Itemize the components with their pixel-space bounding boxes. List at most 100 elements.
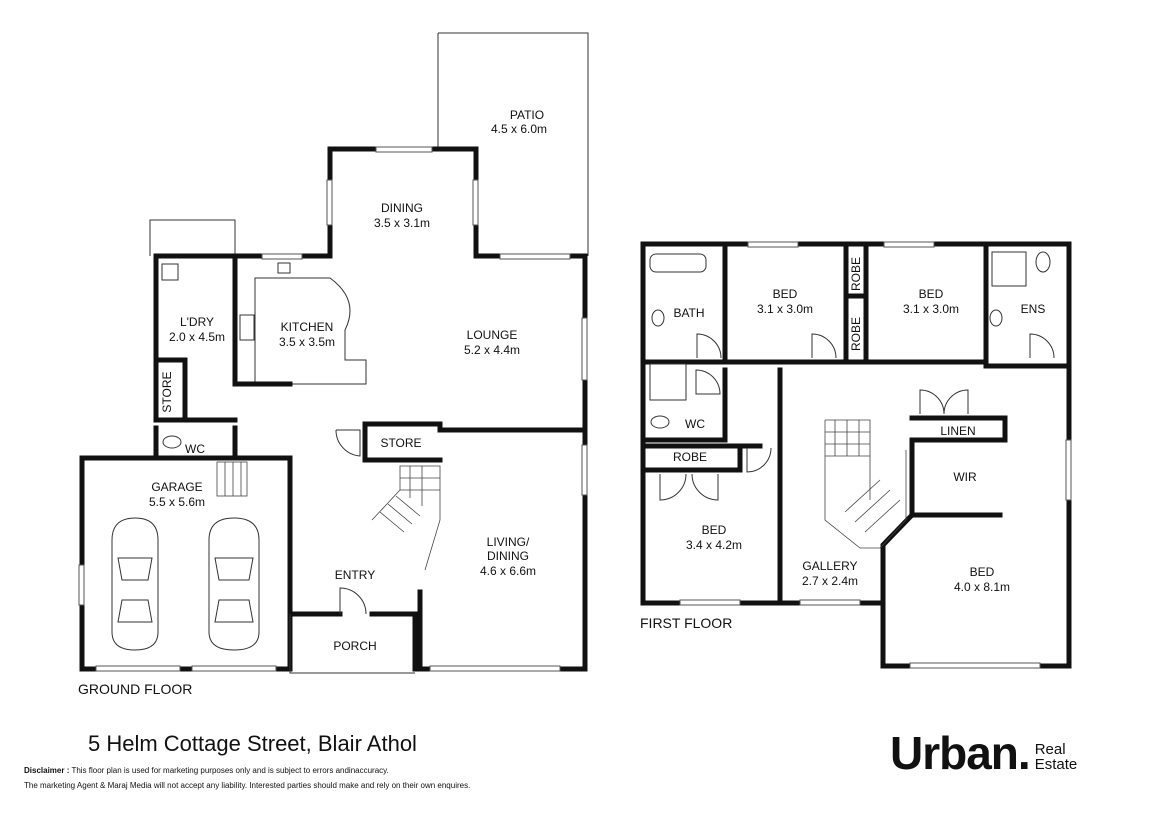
bed3-window [679, 599, 741, 606]
door-swing [746, 447, 772, 473]
logo-subtitle-line2: Estate [1034, 756, 1078, 773]
patio-outline [437, 32, 589, 256]
shower-icon [649, 363, 687, 401]
toilet-icon [162, 435, 182, 449]
bed4-size: 4.0 x 8.1m [954, 580, 1010, 594]
entry-label: ENTRY [335, 568, 375, 582]
door-swing [696, 333, 722, 359]
store-door-swing [335, 429, 361, 457]
first-floor-title: FIRST FLOOR [640, 615, 732, 631]
porch-outline [289, 614, 415, 674]
gallery-label: GALLERY [802, 559, 857, 573]
garage-size: 5.5 x 5.6m [149, 495, 205, 509]
urban-real-estate-logo: Urban . Real Estate [890, 730, 1077, 776]
ens-basin-icon [989, 309, 1003, 327]
ground-floor-title: GROUND FLOOR [78, 681, 192, 697]
living-size: 4.6 x 6.6m [480, 564, 536, 578]
bed4-bottom-window [909, 662, 1041, 669]
door-swing [695, 369, 721, 395]
porch-walls [287, 611, 418, 672]
garage-label: GARAGE [151, 480, 202, 494]
bed2-window [883, 241, 935, 248]
ensuite-toilet-icon [1035, 251, 1051, 273]
linen-label: LINEN [940, 424, 975, 438]
garage-door-right [191, 665, 277, 672]
logo-subtitle-line1: Real [1034, 741, 1066, 758]
robe-v2-label: ROBE [849, 317, 863, 351]
bed3-size: 3.4 x 4.2m [686, 538, 742, 552]
door-swing [1029, 333, 1055, 359]
bathtub-icon [649, 253, 707, 273]
kitchen-size: 3.5 x 3.5m [279, 335, 335, 349]
porch-label: PORCH [333, 639, 376, 653]
laundry-bottom-walls [153, 357, 238, 423]
door-swing [919, 389, 969, 415]
bed2-label: BED [919, 287, 944, 301]
bed1-size: 3.1 x 3.0m [757, 302, 813, 316]
gallery-angled-wall [880, 511, 916, 606]
car-icon [208, 517, 260, 651]
first-wc-label: WC [685, 417, 705, 431]
bed2-size: 3.1 x 3.0m [903, 302, 959, 316]
door-swing [811, 333, 837, 359]
disclaimer-text-1: This floor plan is used for marketing pu… [71, 766, 389, 775]
first-floor-plan [640, 241, 1072, 669]
lounge-sliding-door [499, 253, 571, 260]
living-label-line1: LIVING/ [487, 535, 530, 549]
bath-basin-icon [651, 309, 665, 327]
disclaimer-label: Disclaimer : [24, 766, 70, 775]
dining-size: 3.5 x 3.1m [374, 216, 430, 230]
bath-label: BATH [673, 306, 704, 320]
ensuite-shower-icon [991, 251, 1027, 287]
kitchen-top-window [261, 253, 303, 260]
ens-label: ENS [1021, 302, 1046, 316]
lounge-right-window [581, 317, 588, 381]
ground-floor-plan [78, 32, 589, 674]
logo-subtitle: Real Estate [1035, 742, 1078, 772]
first-floor-interior-walls [640, 241, 1072, 606]
lounge-right-wall [417, 253, 588, 672]
garage-steps [216, 461, 248, 497]
kitchen-bench [254, 277, 367, 385]
dining-top-window [375, 146, 433, 153]
garage-door-left [95, 665, 181, 672]
robe-v1-label: ROBE [849, 257, 863, 291]
patio-size: 4.5 x 6.0m [491, 122, 547, 136]
laundry-size: 2.0 x 4.5m [169, 330, 225, 344]
garage-side-window [78, 564, 85, 606]
entry-door-swing [339, 587, 367, 615]
living-label-line2: DINING [487, 549, 529, 563]
kitchen-sink-icon [277, 262, 291, 274]
laundry-tub-icon [161, 263, 179, 281]
wc-label: WC [185, 442, 205, 456]
dining-label: DINING [381, 201, 423, 215]
hall-store-label: STORE [380, 436, 421, 450]
living-right-window [581, 444, 588, 496]
logo-dot: . [1017, 727, 1031, 779]
dining-right-window [472, 179, 479, 226]
wc-walls [153, 425, 238, 459]
robe-h-label: ROBE [673, 450, 707, 464]
lounge-label: LOUNGE [467, 328, 518, 342]
logo-wordmark: Urban [890, 727, 1019, 779]
bed4-side-window [1065, 439, 1072, 501]
bed4-label: BED [970, 565, 995, 579]
gallery-size: 2.7 x 2.4m [802, 574, 858, 588]
wir-label: WIR [953, 470, 977, 484]
gallery-window [799, 599, 861, 606]
lounge-size: 5.2 x 4.4m [464, 343, 520, 357]
first-floor-stairs [824, 419, 907, 549]
hall-store-walls [362, 421, 588, 463]
car-icon [111, 517, 159, 651]
living-bottom-window [429, 665, 561, 672]
property-address: 5 Helm Cottage Street, Blair Athol [88, 731, 417, 756]
laundry-label: L'DRY [180, 315, 214, 329]
bed1-label: BED [773, 287, 798, 301]
dining-left-window [326, 179, 333, 226]
wc-toilet-icon [650, 415, 670, 429]
kitchen-label: KITCHEN [281, 320, 334, 334]
ground-stairs [371, 465, 441, 571]
bed1-window [747, 241, 799, 248]
patio-label: PATIO [510, 108, 544, 122]
